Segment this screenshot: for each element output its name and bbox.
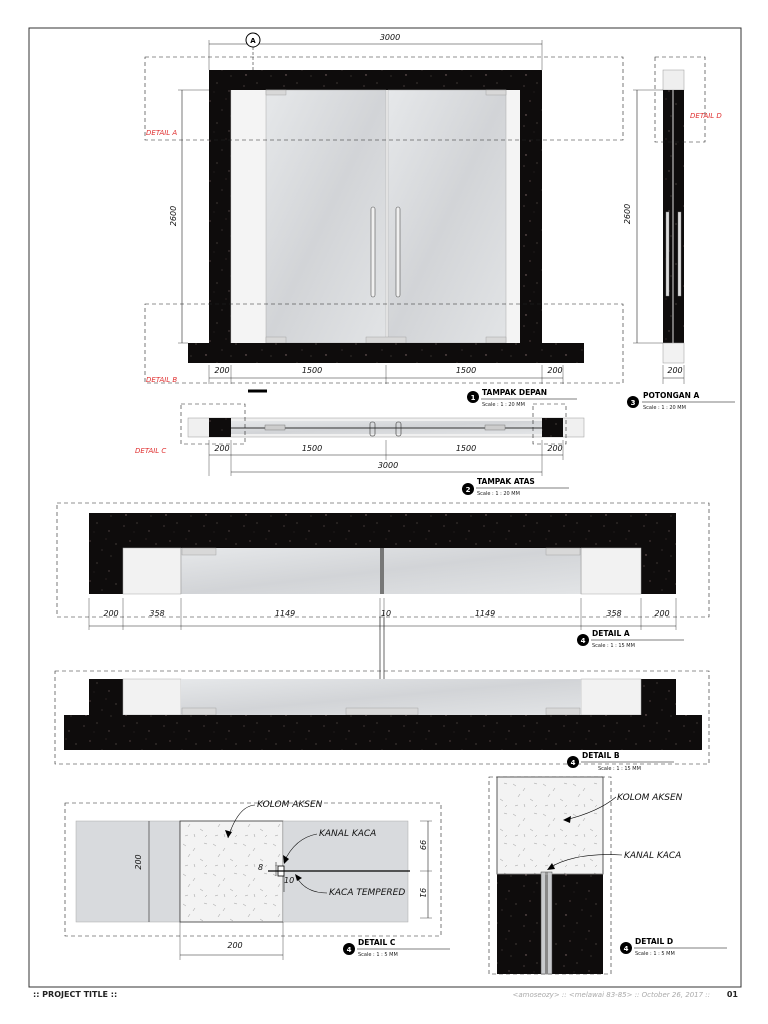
svg-text:A: A bbox=[250, 37, 256, 45]
detail-d-label: DETAIL D bbox=[690, 112, 722, 120]
hinge bbox=[265, 89, 287, 96]
detail-a-title: DETAIL A bbox=[592, 629, 630, 638]
plan-view: DETAIL C 200 1500 1500 200 3000 2 TAMPAK… bbox=[135, 403, 585, 497]
front-dim-3: 1500 bbox=[456, 366, 476, 375]
plan-title: TAMPAK ATAS bbox=[477, 477, 535, 486]
section-title: POTONGAN A bbox=[643, 391, 699, 400]
glass-door-left bbox=[265, 89, 387, 344]
front-title: TAMPAK DEPAN bbox=[482, 388, 547, 397]
svg-text:4: 4 bbox=[571, 759, 576, 767]
footer-info: <amoseozy> :: <melawai 83-85> :: October… bbox=[513, 991, 710, 999]
detail-b-title: DETAIL B bbox=[582, 751, 620, 760]
detail-a: 200 358 1149 10 1149 358 200 4 DETAIL A … bbox=[56, 502, 710, 649]
detail-c-kaca-note: KACA TEMPERED bbox=[329, 888, 405, 898]
detail-b-box bbox=[144, 303, 624, 384]
front-dim-2: 1500 bbox=[302, 366, 322, 375]
door-handle-left bbox=[370, 206, 376, 298]
svg-text:2: 2 bbox=[466, 486, 471, 494]
front-scale: Scale : 1 : 20 MM bbox=[482, 402, 525, 408]
detail-a-dim-1: 200 bbox=[103, 609, 118, 618]
title-number-bullet bbox=[467, 391, 479, 403]
detail-d-title: DETAIL D bbox=[635, 937, 673, 946]
detail-c: 8 10 200 200 99 91 KOLOM AKSEN KANAL KAC… bbox=[64, 800, 450, 960]
detail-c-dim-r1: 99 bbox=[418, 840, 427, 850]
detail-a-scale: Scale : 1 : 15 MM bbox=[592, 643, 635, 649]
detail-a-label: DETAIL A bbox=[146, 129, 177, 137]
detail-a-dim-5: 1149 bbox=[475, 609, 495, 618]
hinge bbox=[265, 336, 287, 344]
sheet-border bbox=[28, 27, 742, 988]
detail-a-dim-6: 358 bbox=[606, 609, 621, 618]
floor-patch bbox=[365, 336, 407, 344]
detail-a-dim-3: 1149 bbox=[275, 609, 295, 618]
detail-d: KOLOM AKSEN KANAL KACA 4 DETAIL D Scale … bbox=[488, 776, 727, 975]
section-scale: Scale : 1 : 20 MM bbox=[643, 405, 686, 411]
plan-scale: Scale : 1 : 20 MM bbox=[477, 491, 520, 497]
plan-dim-1: 200 bbox=[214, 444, 229, 453]
glass-door-right bbox=[387, 89, 507, 344]
section-width-dim: 200 bbox=[667, 366, 682, 375]
door-handle-right bbox=[395, 206, 401, 298]
detail-c-dim-r2: 91 bbox=[418, 888, 427, 898]
detail-c-height-dim: 200 bbox=[134, 854, 143, 869]
svg-text:1: 1 bbox=[471, 394, 476, 402]
detail-b-scale: Scale : 1 : 15 MM bbox=[598, 766, 641, 772]
plan-dim-2: 1500 bbox=[302, 444, 322, 453]
svg-text:4: 4 bbox=[347, 946, 352, 954]
footer: :: PROJECT TITLE :: <amoseozy> :: <melaw… bbox=[33, 990, 738, 999]
detail-d-kanal-note: KANAL KACA bbox=[624, 851, 681, 861]
front-top-dim: 3000 bbox=[380, 33, 400, 42]
detail-c-kanal-note: KANAL KACA bbox=[319, 829, 376, 839]
front-dim-1: 200 bbox=[214, 366, 229, 375]
detail-a-dim-7: 200 bbox=[654, 609, 669, 618]
section-height-dim: 2600 bbox=[623, 204, 632, 224]
detail-c-dim-s1: 8 bbox=[258, 863, 263, 872]
project-title: :: PROJECT TITLE :: bbox=[33, 990, 117, 999]
plan-dim-3: 1500 bbox=[456, 444, 476, 453]
detail-b-label: DETAIL B bbox=[146, 376, 177, 384]
front-elevation: 3000 A 2600 200 1500 1500 200 DETAIL A D… bbox=[144, 32, 624, 408]
front-dim-4: 200 bbox=[547, 366, 562, 375]
hinge bbox=[485, 336, 507, 344]
svg-text:3: 3 bbox=[631, 399, 636, 407]
detail-a-box bbox=[144, 56, 624, 141]
svg-text:4: 4 bbox=[581, 637, 586, 645]
detail-c-dim-s2: 10 bbox=[284, 876, 294, 885]
svg-text:4: 4 bbox=[624, 945, 629, 953]
detail-a-dim-2: 358 bbox=[149, 609, 164, 618]
page-number: 01 bbox=[727, 990, 739, 999]
hinge bbox=[485, 89, 507, 96]
detail-c-title: DETAIL C bbox=[358, 938, 396, 947]
detail-b: 4 DETAIL B Scale : 1 : 15 MM bbox=[54, 670, 710, 772]
plan-total-dim: 3000 bbox=[378, 461, 398, 470]
detail-c-width-dim: 200 bbox=[227, 941, 242, 950]
detail-c-label: DETAIL C bbox=[135, 447, 166, 455]
front-height-dim: 2600 bbox=[169, 206, 178, 226]
detail-d-kolom-note: KOLOM AKSEN bbox=[617, 793, 683, 803]
section-a: DETAIL D 2600 200 3 POTONGAN A Scale : 1… bbox=[623, 56, 735, 411]
detail-a-dim-4: 10 bbox=[381, 609, 391, 618]
detail-c-kolom-note: KOLOM AKSEN bbox=[257, 800, 323, 810]
detail-d-scale: Scale : 1 : 5 MM bbox=[635, 951, 675, 957]
detail-c-scale: Scale : 1 : 5 MM bbox=[358, 952, 398, 958]
plan-dim-4: 200 bbox=[547, 444, 562, 453]
floor-slab bbox=[188, 343, 584, 363]
